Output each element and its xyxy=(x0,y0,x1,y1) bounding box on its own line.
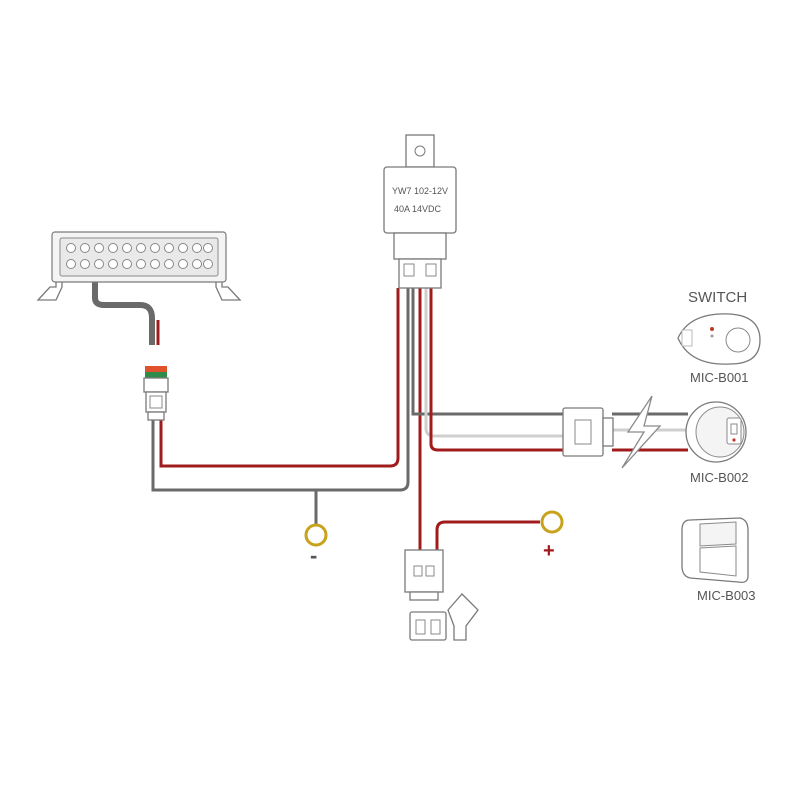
light-bar-connector xyxy=(143,366,169,421)
switch-harness-connector xyxy=(562,407,614,457)
break-symbol-icon xyxy=(621,395,662,469)
fuse-holder xyxy=(404,549,479,641)
relay-label-line2: 40A 14VDC xyxy=(394,204,442,214)
light-bar-ground-wire xyxy=(151,288,410,492)
switch-mic-b002: MIC-B002 xyxy=(685,401,749,485)
relay: YW7 102-12V 40A 14VDC xyxy=(383,134,457,289)
positive-ring-terminal: + xyxy=(540,510,564,562)
switch-title: SWITCH xyxy=(688,289,747,306)
battery-positive-wire xyxy=(435,520,540,560)
switch-mic-b001-label: MIC-B001 xyxy=(690,370,749,385)
fuse-cap xyxy=(447,593,479,641)
led-array xyxy=(66,243,213,269)
fuse xyxy=(409,611,447,641)
switch-mic-b001: MIC-B001 xyxy=(677,313,761,385)
positive-label: + xyxy=(543,540,555,562)
relay-label-line1: YW7 102-12V xyxy=(392,186,448,196)
light-bar-cable-gray xyxy=(92,282,155,345)
switch-signal-wire xyxy=(424,288,575,438)
light-bar-positive-wire xyxy=(159,288,400,468)
switch-mic-b002-label: MIC-B002 xyxy=(690,470,749,485)
led-light-bar xyxy=(36,231,242,301)
ground-ring-terminal: - xyxy=(304,523,328,568)
switch-mic-b003: MIC-B003 xyxy=(681,517,756,603)
switch-mic-b003-label: MIC-B003 xyxy=(697,588,756,603)
switch-ground-wire xyxy=(411,288,575,416)
negative-label: - xyxy=(310,543,317,568)
switch-positive-wire xyxy=(429,288,575,452)
